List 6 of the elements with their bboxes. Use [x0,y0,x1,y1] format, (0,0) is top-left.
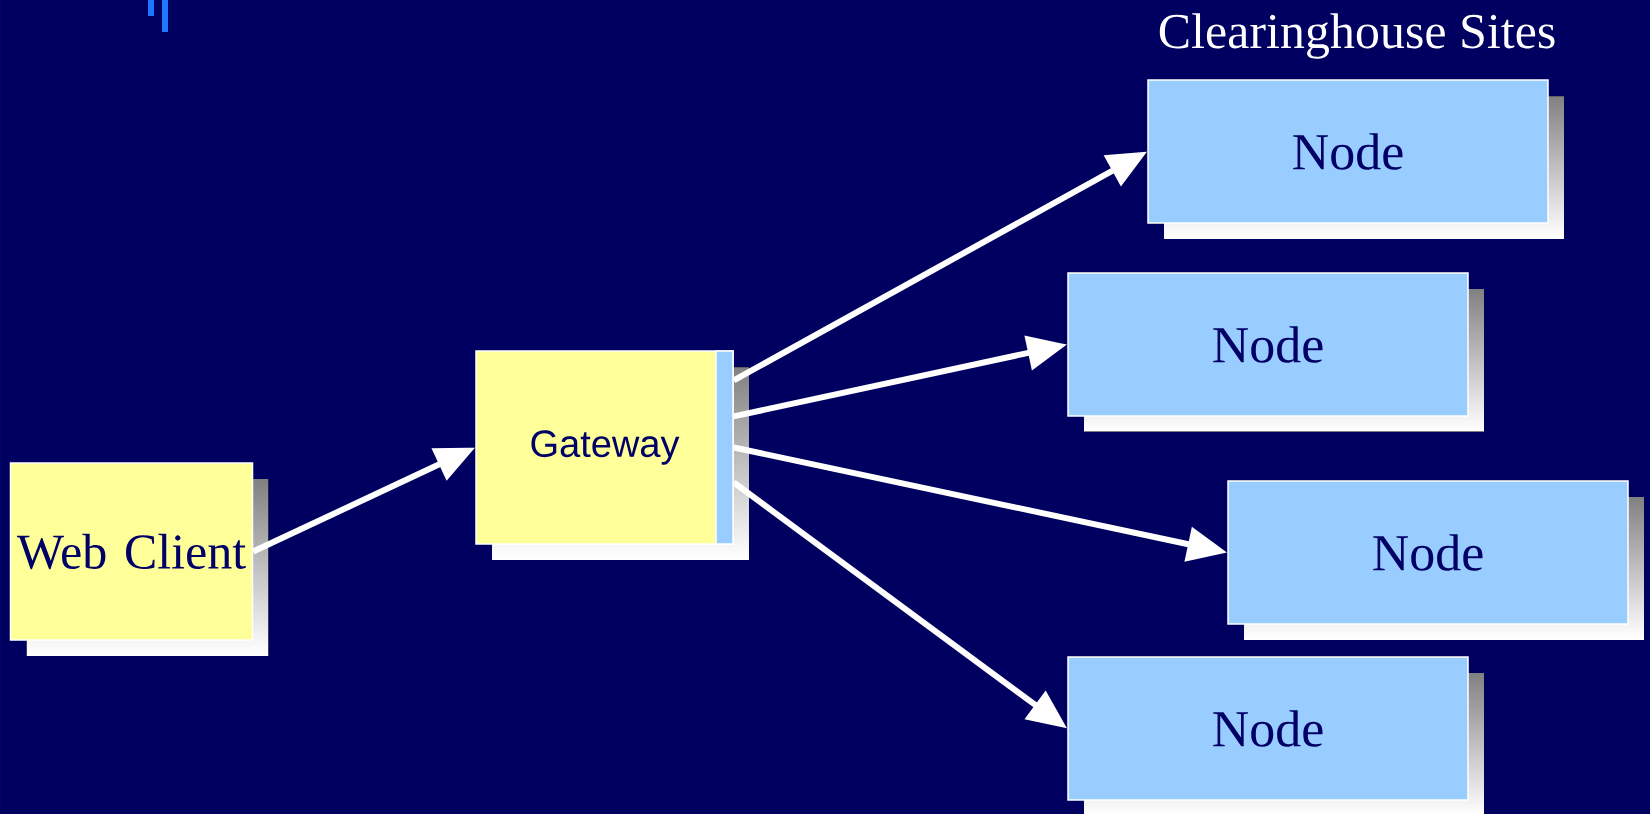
process-box: Node [1067,272,1484,432]
process-box: Node [1227,480,1644,640]
process-box: Web Client [9,462,269,656]
process-box: Gateway [475,350,749,560]
process-box: Node [1147,79,1564,239]
process-box: Node [1067,656,1484,814]
